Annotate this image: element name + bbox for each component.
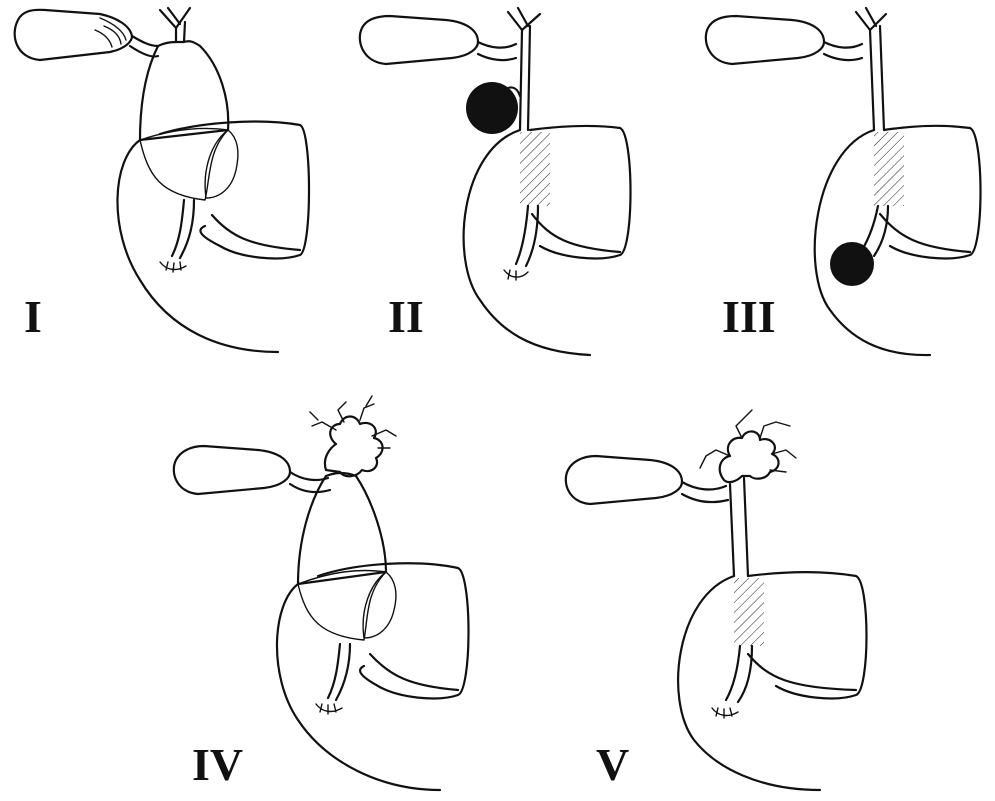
panel-v: V [566,410,867,790]
panel-label-ii: II [388,291,424,342]
hepatic-ducts [856,8,886,130]
duodenum [277,563,469,790]
gallbladder [566,456,682,504]
panel-iv: IV [174,396,469,790]
distal-duct [328,644,350,700]
papilla [316,704,342,714]
panel-i: I [15,8,309,352]
gallbladder [706,16,824,64]
papilla [712,708,738,718]
gallbladder [174,446,290,494]
intrahepatic-cysts [720,431,779,482]
cystic-duct [682,482,728,502]
panel-label-i: I [24,291,42,342]
hatched-intrapancreatic-duct [520,132,550,206]
papilla [160,262,186,272]
cystic-duct [478,42,516,60]
cystic-duct [290,472,330,492]
gallbladder [15,10,132,60]
hatched-duodenal-fold [363,572,396,638]
hepatic-ducts [160,8,190,42]
panel-label-iv: IV [192,739,243,790]
supraduodenal-diverticulum [466,82,518,134]
hepatic-duct [730,478,748,576]
intrahepatic-cysts [325,417,383,477]
intraduodenal-diverticulum [830,242,874,286]
hatched-intrapancreatic-duct [874,132,904,206]
distal-duct [516,206,538,266]
panel-label-iii: III [722,291,776,342]
distal-duct [172,200,194,258]
fusiform-cyst [298,473,386,584]
hatched-intrapancreatic-duct [734,578,764,646]
hatched-pancreatic-segment [298,571,386,641]
fusiform-cyst [140,41,228,140]
papilla [504,270,528,280]
panel-label-v: V [596,739,629,790]
panel-ii: II [360,8,631,355]
intrahepatic-branches [700,410,796,472]
hatched-duodenal-fold [205,130,238,198]
gallbladder [360,16,478,64]
cystic-duct [824,42,862,60]
intrahepatic-branches [310,396,396,448]
duodenum [678,572,866,790]
panel-iii: III [706,8,981,355]
